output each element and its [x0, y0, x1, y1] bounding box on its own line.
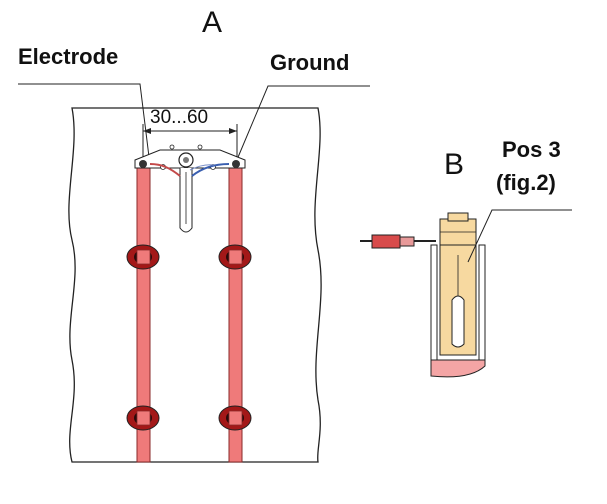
ground-wire	[191, 163, 230, 177]
mounting-bracket	[134, 144, 246, 170]
rod-clamp-right-lower	[218, 405, 252, 431]
pos-leader-line	[467, 209, 572, 263]
ground-leader-line	[235, 85, 370, 163]
bracket-bolt-left	[139, 160, 147, 168]
section-connector-sleeve	[399, 236, 415, 247]
pos-label-line2: (fig.2)	[496, 170, 556, 195]
view-label-b: B	[444, 148, 465, 181]
dimension-arrow-left	[143, 128, 151, 134]
section-connector-red	[371, 234, 401, 249]
view-label-a: A	[202, 6, 223, 39]
sensor-cross-section	[360, 209, 572, 378]
electrode-wire	[149, 163, 181, 177]
section-base	[430, 359, 486, 378]
dimension-label: 30...60	[150, 107, 209, 128]
bracket-bolt-right	[232, 160, 240, 168]
rod-clamp-right-upper	[218, 244, 252, 270]
section-sleeve-wall-right	[478, 244, 486, 366]
rod-clamp-left-upper	[126, 244, 160, 270]
electrode-label: Electrode	[18, 44, 119, 69]
pos-label-line1: Pos 3	[502, 137, 561, 162]
section-sleeve-wall-left	[430, 244, 438, 366]
rod-clamp-left-lower	[126, 405, 160, 431]
ground-label: Ground	[270, 50, 350, 75]
dimension-arrow-right	[229, 128, 237, 134]
mounting-surface	[68, 107, 322, 463]
section-inner-electrode	[451, 295, 465, 348]
electrode-leader-line	[18, 83, 151, 166]
